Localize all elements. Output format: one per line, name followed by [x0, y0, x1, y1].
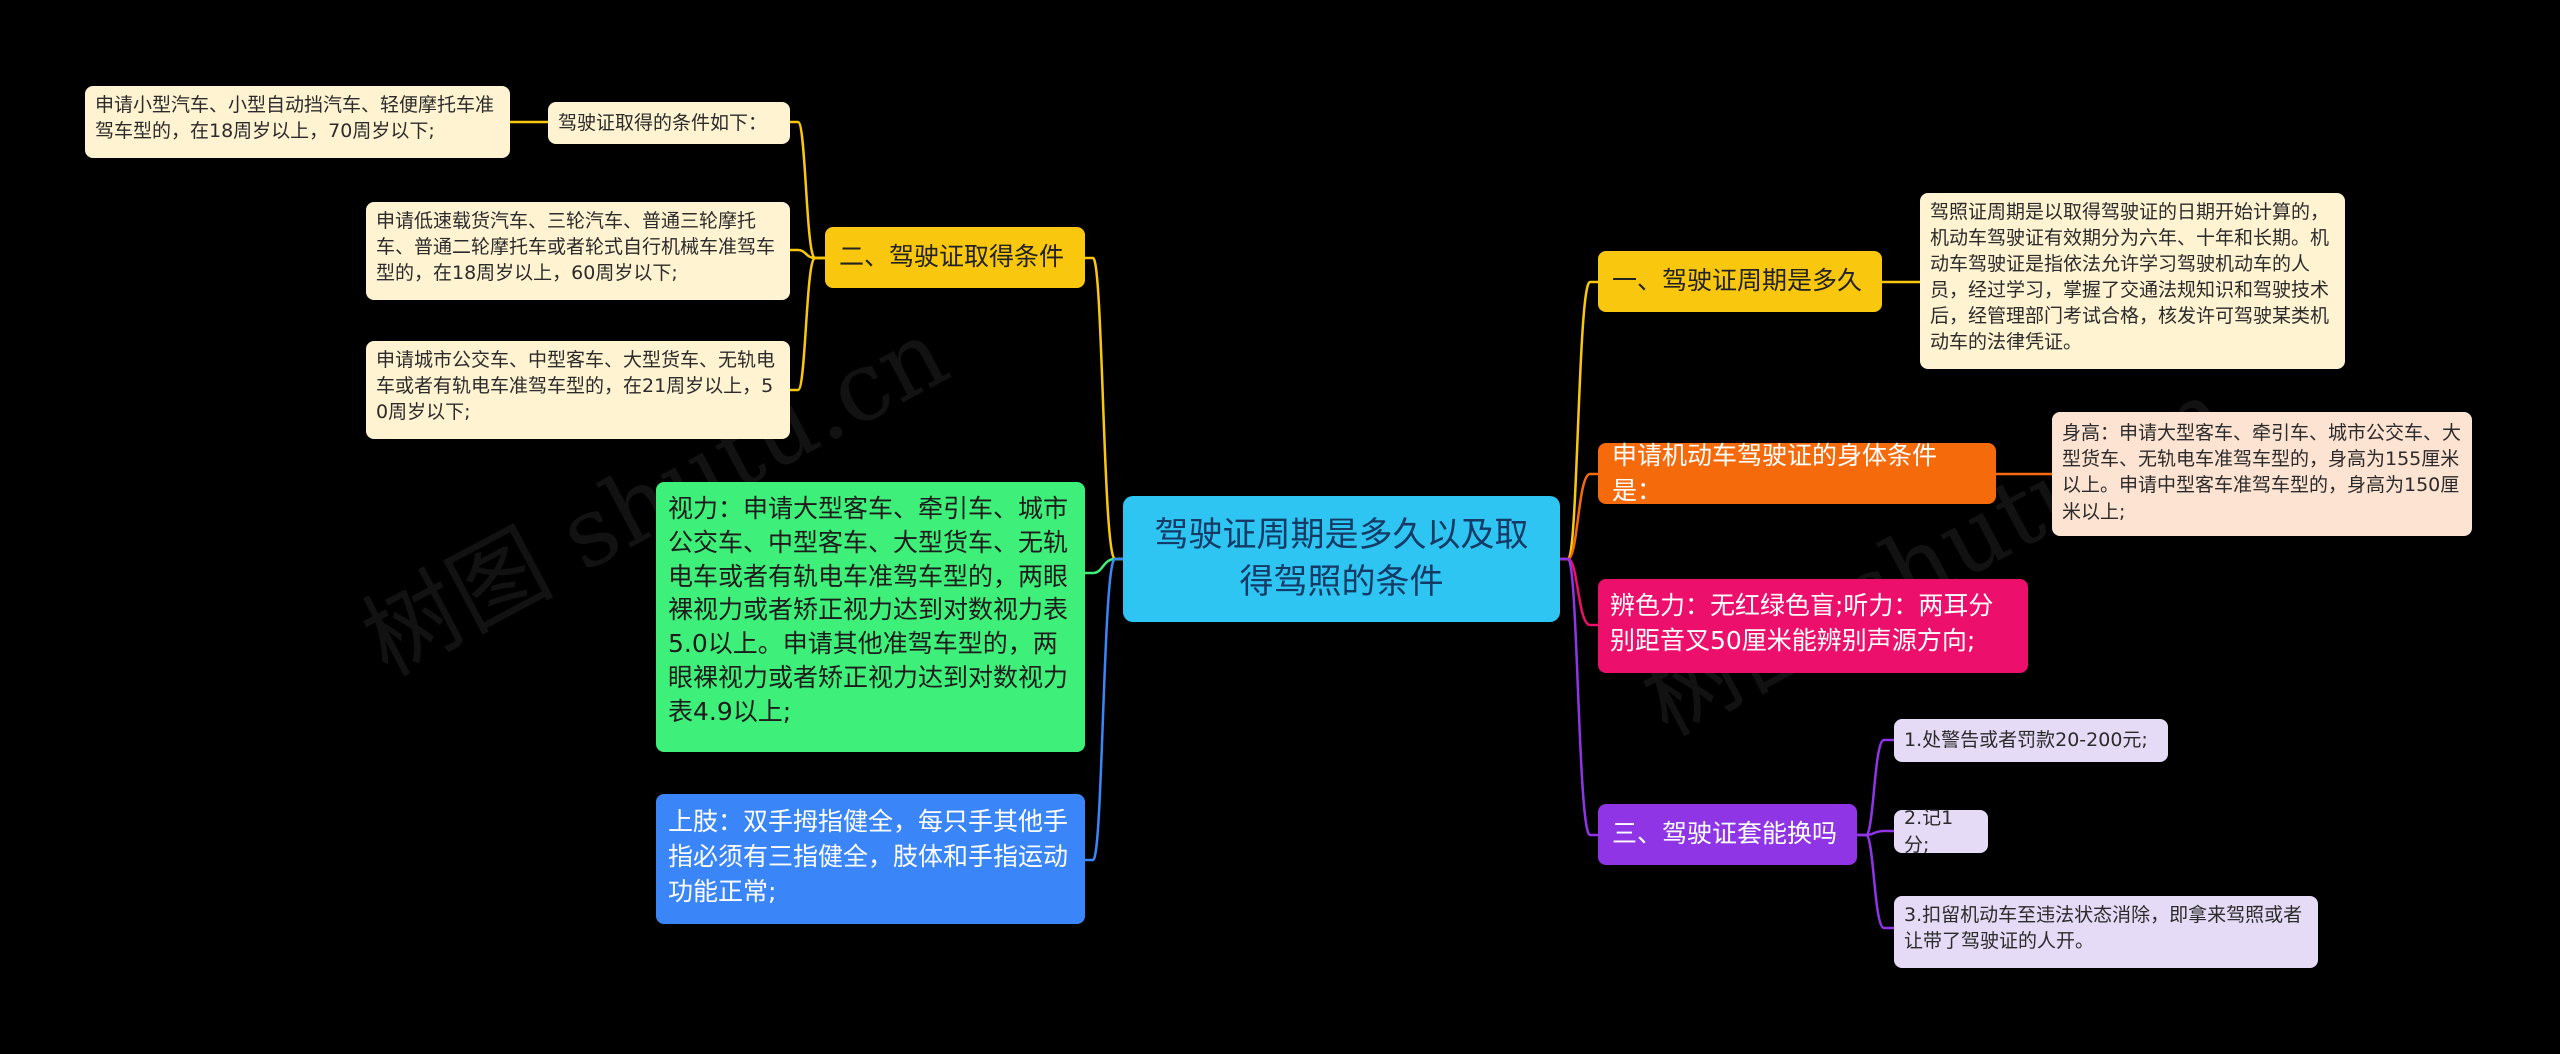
link-conditions-item2: [790, 256, 825, 392]
link-renew-item1: [1857, 738, 1894, 837]
link-center-color: [1560, 557, 1598, 627]
renew-item-2[interactable]: 2.记1分;: [1894, 807, 1988, 856]
link-center-renew: [1560, 557, 1598, 837]
topic-vision[interactable]: 视力：申请大型客车、牵引车、城市公交车、中型客车、大型货车、无轨电车或者有轨电车…: [656, 482, 1085, 752]
link-center-cycle: [1560, 280, 1598, 561]
conditions-intro[interactable]: 驾驶证取得的条件如下：: [548, 102, 790, 144]
age-small-vehicles[interactable]: 申请小型汽车、小型自动挡汽车、轻便摩托车准驾车型的，在18周岁以上，70周岁以下…: [85, 86, 510, 158]
age-bus-truck[interactable]: 申请城市公交车、中型客车、大型货车、无轨电车或者有轨电车准驾车型的，在21周岁以…: [366, 341, 790, 439]
link-center-vision: [1085, 557, 1123, 575]
topic-physical-conditions[interactable]: 申请机动车驾驶证的身体条件是：: [1598, 441, 1996, 505]
link-center-physical: [1560, 472, 1598, 561]
topic-cycle[interactable]: 一、驾驶证周期是多久: [1598, 251, 1882, 312]
physical-height[interactable]: 身高：申请大型客车、牵引车、城市公交车、大型货车、无轨电车准驾车型的，身高为15…: [2052, 412, 2472, 536]
age-low-speed-vehicles[interactable]: 申请低速载货汽车、三轮汽车、普通三轮摩托车、普通二轮摩托车或者轮式自行机械车准驾…: [366, 202, 790, 300]
topic-limbs[interactable]: 上肢：双手拇指健全，每只手其他手指必须有三指健全，肢体和手指运动功能正常;: [656, 794, 1085, 924]
topic-conditions[interactable]: 二、驾驶证取得条件: [825, 227, 1085, 288]
renew-item-3[interactable]: 3.扣留机动车至违法状态消除，即拿来驾照或者让带了驾驶证的人开。: [1894, 896, 2318, 968]
link-renew-item3: [1857, 833, 1894, 930]
topic-color-hearing[interactable]: 辨色力：无红绿色盲;听力：两耳分别距音叉50厘米能辨别声源方向;: [1598, 579, 2028, 673]
link-center-conditions: [1085, 256, 1123, 561]
renew-item-1[interactable]: 1.处警告或者罚款20-200元;: [1894, 719, 2168, 762]
central-topic[interactable]: 驾驶证周期是多久以及取得驾照的条件: [1123, 496, 1560, 622]
link-conditions-intro: [790, 120, 825, 260]
link-center-limbs: [1085, 557, 1123, 862]
cycle-detail[interactable]: 驾照证周期是以取得驾驶证的日期开始计算的，机动车驾驶证有效期分为六年、十年和长期…: [1920, 193, 2345, 369]
topic-renew[interactable]: 三、驾驶证套能换吗: [1598, 804, 1857, 865]
